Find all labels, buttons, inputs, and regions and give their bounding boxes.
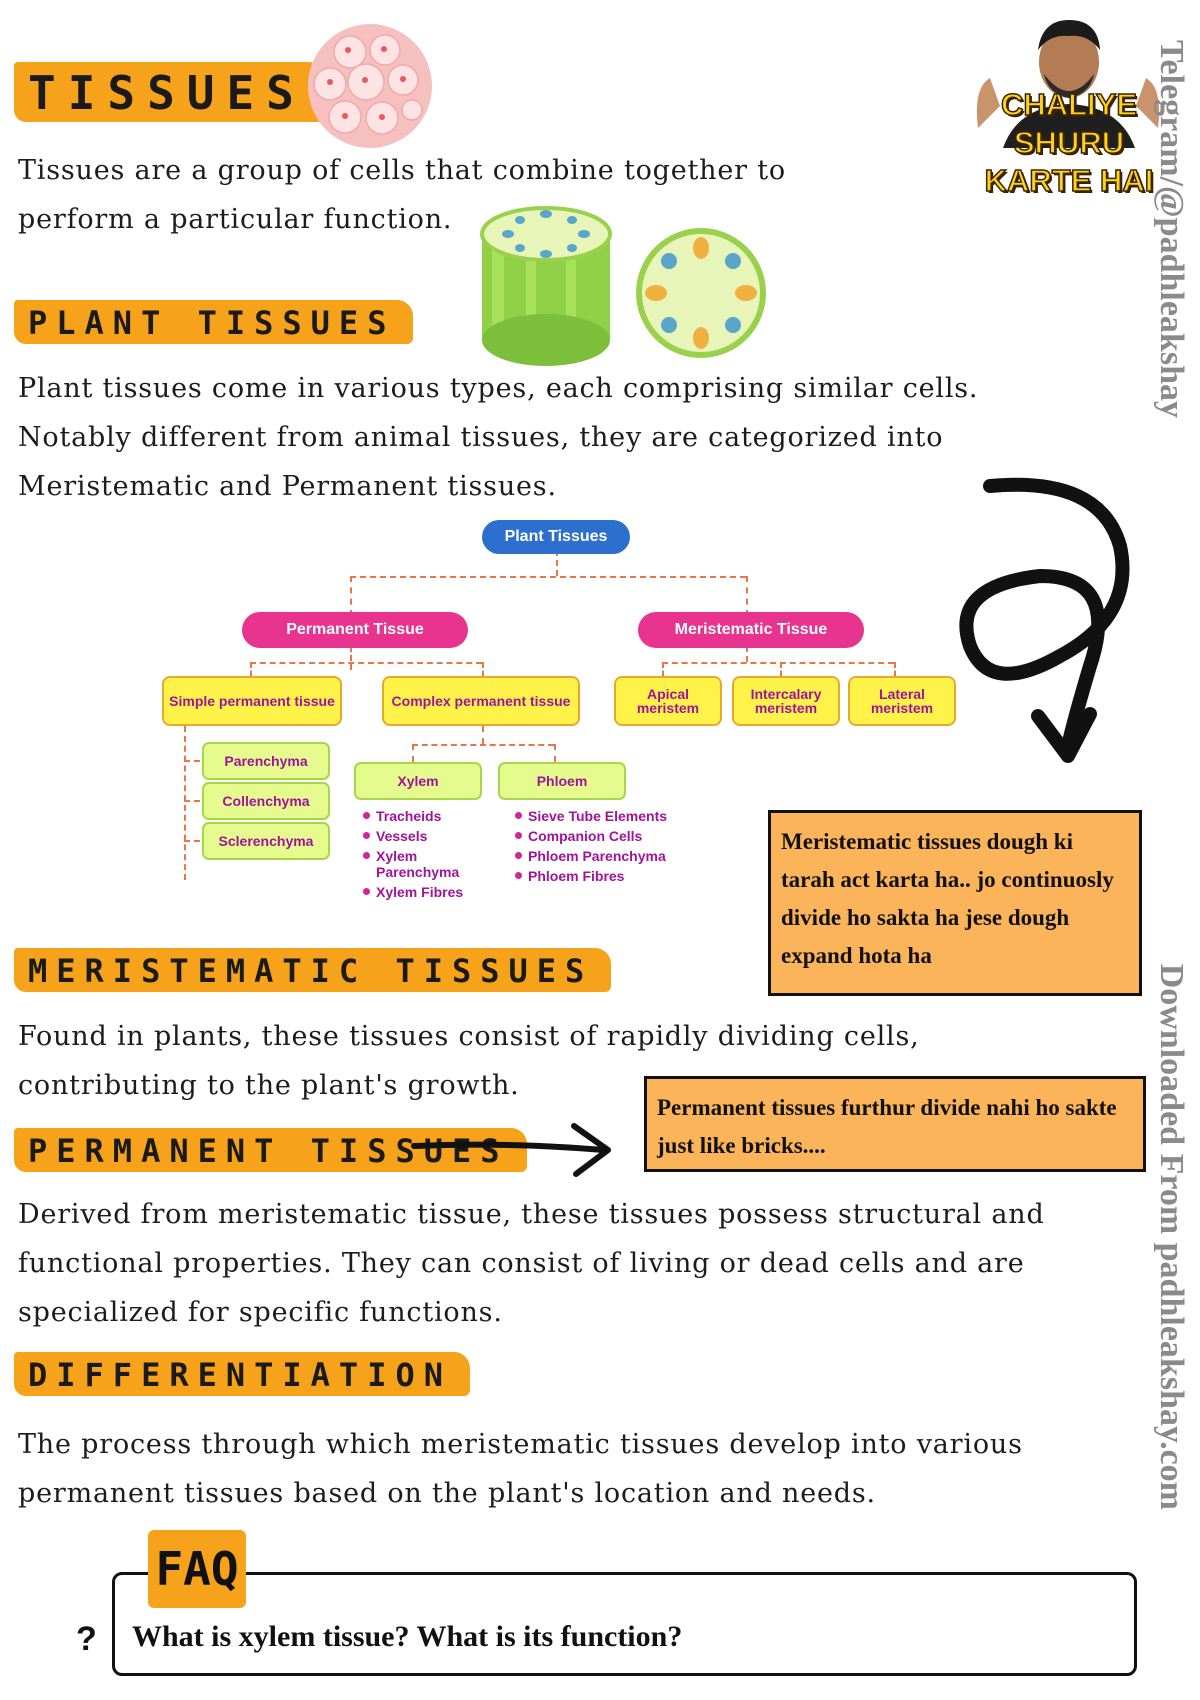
permanent-note: Permanent tissues furthur divide nahi ho… — [644, 1076, 1146, 1172]
plant-tissues-text: Plant tissues come in various types, eac… — [18, 373, 979, 502]
stem-cylinder-icon — [480, 206, 612, 366]
faq-box — [112, 1572, 1137, 1676]
right-arrow-icon — [411, 1123, 611, 1177]
node-plant-tissues: Plant Tissues — [482, 520, 630, 554]
question-mark-icon: ? — [76, 1620, 97, 1658]
watermark-telegram: Telegram/@padhleakshay — [1153, 40, 1190, 418]
meristematic-text: Found in plants, these tissues consist o… — [18, 1021, 920, 1101]
permanent-heading: PERMANENT TISSUES — [14, 1128, 527, 1172]
list-item: Phloem Parenchyma — [514, 848, 704, 864]
node-permanent-tissue: Permanent Tissue — [242, 612, 468, 648]
list-item: Xylem Fibres — [362, 884, 492, 900]
node-intercalary-meristem: Intercalary meristem — [732, 676, 840, 726]
node-apical-meristem: Apical meristem — [614, 676, 722, 726]
list-item: Xylem Parenchyma — [362, 848, 492, 880]
badge-line-3: KARTE HAI — [984, 162, 1154, 199]
stem-cross-section-icon — [636, 228, 766, 358]
meristematic-heading: MERISTEMATIC TISSUES — [14, 948, 612, 992]
node-phloem: Phloem — [498, 762, 626, 800]
node-simple-permanent: Simple permanent tissue — [162, 676, 342, 726]
badge-line-2: SHURU — [1013, 124, 1125, 161]
badge-line-1: CHALIYE — [1000, 86, 1138, 123]
list-item: Tracheids — [362, 808, 492, 824]
node-lateral-meristem: Lateral meristem — [848, 676, 956, 726]
plant-tissue-diagram: Plant Tissues Permanent Tissue Meristema… — [120, 520, 980, 920]
phloem-list: Sieve Tube Elements Companion Cells Phlo… — [514, 808, 704, 888]
plant-tissues-heading: PLANT TISSUES — [14, 300, 414, 344]
node-collenchyma: Collenchyma — [202, 782, 330, 820]
meristematic-note: Meristematic tissues dough ki tarah act … — [768, 810, 1142, 996]
differentiation-text: The process through which meristematic t… — [18, 1429, 1023, 1509]
presenter-photo — [976, 20, 1160, 148]
node-sclerenchyma: Sclerenchyma — [202, 822, 330, 860]
node-complex-permanent: Complex permanent tissue — [382, 676, 580, 726]
intro-text: Tissues are a group of cells that combin… — [18, 155, 786, 235]
list-item: Vessels — [362, 828, 492, 844]
watermark-site: Downloaded From padhleakshay.com — [1153, 963, 1190, 1510]
cell-cluster-icon — [308, 24, 432, 148]
xylem-list: Tracheids Vessels Xylem Parenchyma Xylem… — [362, 808, 492, 904]
page-title: TISSUES — [14, 62, 324, 122]
list-item: Phloem Fibres — [514, 868, 704, 884]
list-item: Companion Cells — [514, 828, 704, 844]
presenter-badge: CHALIYE SHURU KARTE HAI — [958, 8, 1180, 204]
watermark: Telegram/@padhleakshay Downloaded From p… — [1150, 40, 1190, 1510]
faq-tag: FAQ — [148, 1530, 246, 1608]
list-item: Sieve Tube Elements — [514, 808, 704, 824]
differentiation-heading: DIFFERENTIATION — [14, 1352, 470, 1396]
squiggle-arrow-icon — [959, 477, 1130, 763]
node-meristematic-tissue: Meristematic Tissue — [638, 612, 864, 648]
faq-question[interactable]: What is xylem tissue? What is its functi… — [132, 1620, 683, 1653]
permanent-text: Derived from meristematic tissue, these … — [18, 1199, 1045, 1328]
node-parenchyma: Parenchyma — [202, 742, 330, 780]
node-xylem: Xylem — [354, 762, 482, 800]
